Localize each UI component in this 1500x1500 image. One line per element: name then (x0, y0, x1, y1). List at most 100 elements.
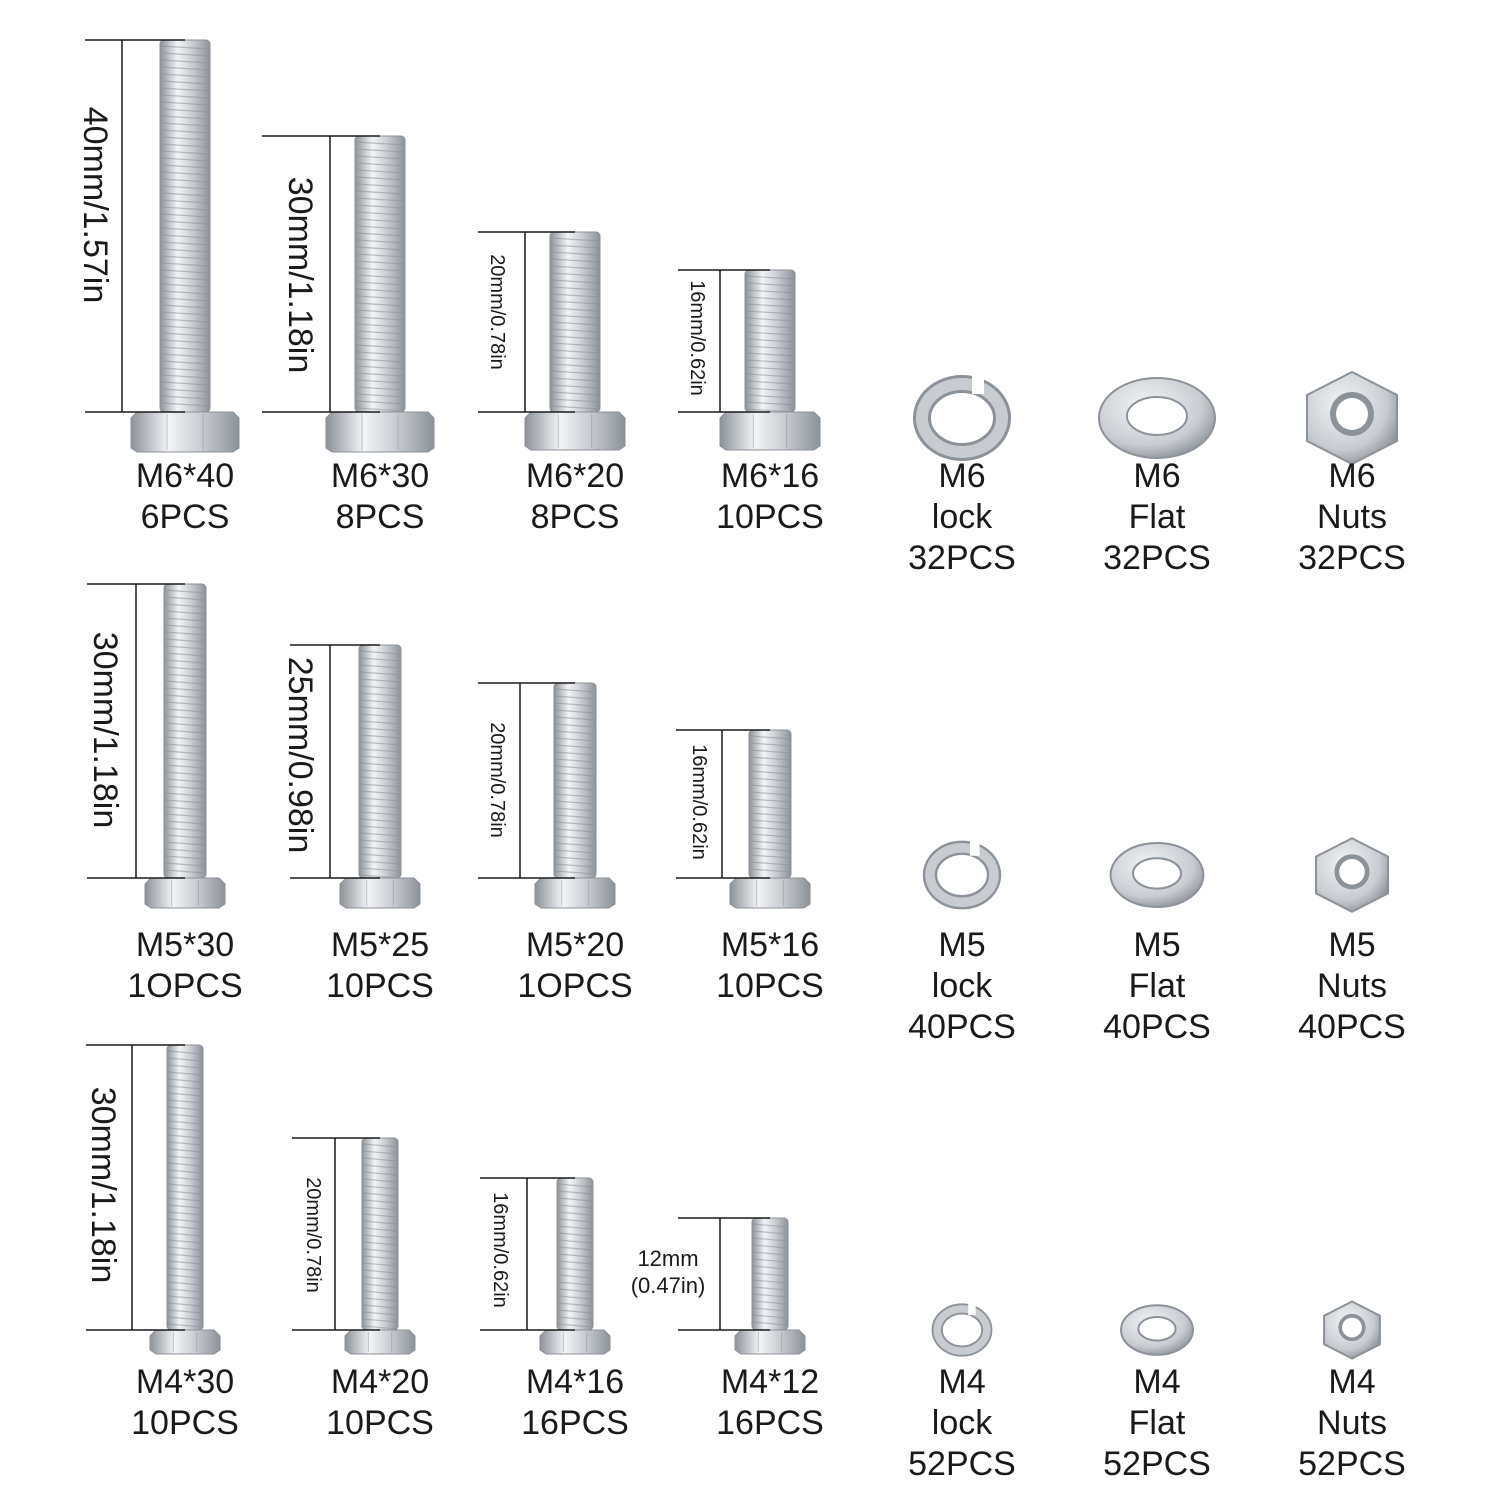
bolt-quantity: 10PCS (716, 498, 824, 536)
bolt-size: M6*16 (720, 457, 820, 495)
hex-bolt-icon (149, 1044, 221, 1355)
dimension-marker (678, 269, 770, 413)
bolt-size: M5*16 (720, 926, 820, 964)
bolt-size: M5*20 (525, 926, 625, 964)
bolt-quantity: 8PCS (335, 498, 425, 536)
hardware-kind: lock (931, 967, 993, 1005)
hex-nut-icon (1306, 370, 1398, 466)
hardware-size: M5 (938, 926, 986, 964)
bolt-quantity: 16PCS (521, 1404, 629, 1442)
dimension-marker (478, 682, 575, 879)
dimension-label: 20mm/0.78in (486, 254, 508, 370)
bolt-size: M6*40 (135, 457, 235, 495)
dimension-label: 12mm (0.47in) (630, 1246, 706, 1298)
bolt-size: M6*30 (330, 457, 430, 495)
bolt-quantity: 10PCS (326, 1404, 434, 1442)
lock-washer-icon (931, 1302, 993, 1357)
dimension-label: 25mm/0.98in (281, 656, 319, 854)
hardware-qty: 32PCS (908, 539, 1016, 577)
dimension-label: 20mm/0.78in (302, 1177, 324, 1293)
bolt-quantity: 8PCS (530, 498, 620, 536)
dimension-label: 30mm/1.18in (86, 631, 124, 829)
hardware-size: M5 (1328, 926, 1376, 964)
hex-bolt-icon (325, 135, 435, 453)
dimension-label: 30mm/1.18in (84, 1086, 122, 1284)
hex-nut-icon (1323, 1300, 1381, 1360)
hardware-kind: Nuts (1317, 498, 1387, 536)
dimension-label: 20mm/0.78in (486, 722, 508, 838)
dimension-label: 16mm/0.62in (686, 280, 708, 396)
bolt-size: M5*25 (330, 926, 430, 964)
bolt-size: M4*16 (525, 1363, 625, 1401)
lock-washer-icon (922, 839, 1002, 910)
hardware-qty: 32PCS (1298, 539, 1406, 577)
dimension-label: 16mm/0.62in (688, 744, 710, 860)
dimension-marker (478, 231, 575, 413)
hex-bolt-icon (130, 39, 240, 453)
dimension-marker (86, 1044, 185, 1331)
hardware-size: M4 (938, 1363, 986, 1401)
bolt-quantity: 1OPCS (127, 967, 243, 1005)
dimension-marker (290, 644, 380, 879)
hardware-size: M4 (1133, 1363, 1181, 1401)
hex-bolt-icon (144, 583, 226, 909)
hardware-size: M4 (1328, 1363, 1376, 1401)
hardware-size: M6 (1133, 457, 1181, 495)
hardware-size: M5 (1133, 926, 1181, 964)
bolt-size: M6*20 (525, 457, 625, 495)
bolt-quantity: 10PCS (716, 967, 824, 1005)
hardware-kind: Nuts (1317, 1404, 1387, 1442)
hex-bolt-icon (539, 1177, 611, 1355)
hardware-qty: 40PCS (1298, 1008, 1406, 1046)
bolt-quantity: 6PCS (140, 498, 230, 536)
bolt-quantity: 10PCS (131, 1404, 239, 1442)
hardware-qty: 52PCS (1298, 1445, 1406, 1483)
hardware-kind: lock (931, 498, 993, 536)
hardware-qty: 52PCS (1103, 1445, 1211, 1483)
hardware-kind: Flat (1128, 967, 1186, 1005)
hardware-kind: Flat (1128, 1404, 1186, 1442)
lock-washer-icon (913, 374, 1011, 461)
hex-bolt-icon (719, 269, 821, 451)
dimension-marker (480, 1177, 575, 1331)
dimension-marker (262, 135, 380, 413)
dimension-label: 40mm/1.57in (76, 106, 114, 304)
hardware-kind: Nuts (1317, 967, 1387, 1005)
hex-nut-icon (1315, 837, 1389, 913)
hardware-qty: 32PCS (1103, 539, 1211, 577)
hex-bolt-icon (339, 644, 421, 909)
dimension-marker (85, 39, 185, 413)
bolt-quantity: 16PCS (716, 1404, 824, 1442)
hardware-qty: 40PCS (1103, 1008, 1211, 1046)
hardware-qty: 52PCS (908, 1445, 1016, 1483)
bolt-quantity: 10PCS (326, 967, 434, 1005)
bolt-size: M4*30 (135, 1363, 235, 1401)
bolt-size: M4*12 (720, 1363, 820, 1401)
hex-bolt-icon (534, 682, 616, 909)
hardware-size: M6 (938, 457, 986, 495)
dimension-marker (87, 583, 185, 879)
dimension-marker (676, 729, 770, 879)
hex-bolt-icon (734, 1217, 806, 1355)
bolt-quantity: 1OPCS (517, 967, 633, 1005)
dimension-label: 16mm/0.62in (489, 1192, 511, 1308)
